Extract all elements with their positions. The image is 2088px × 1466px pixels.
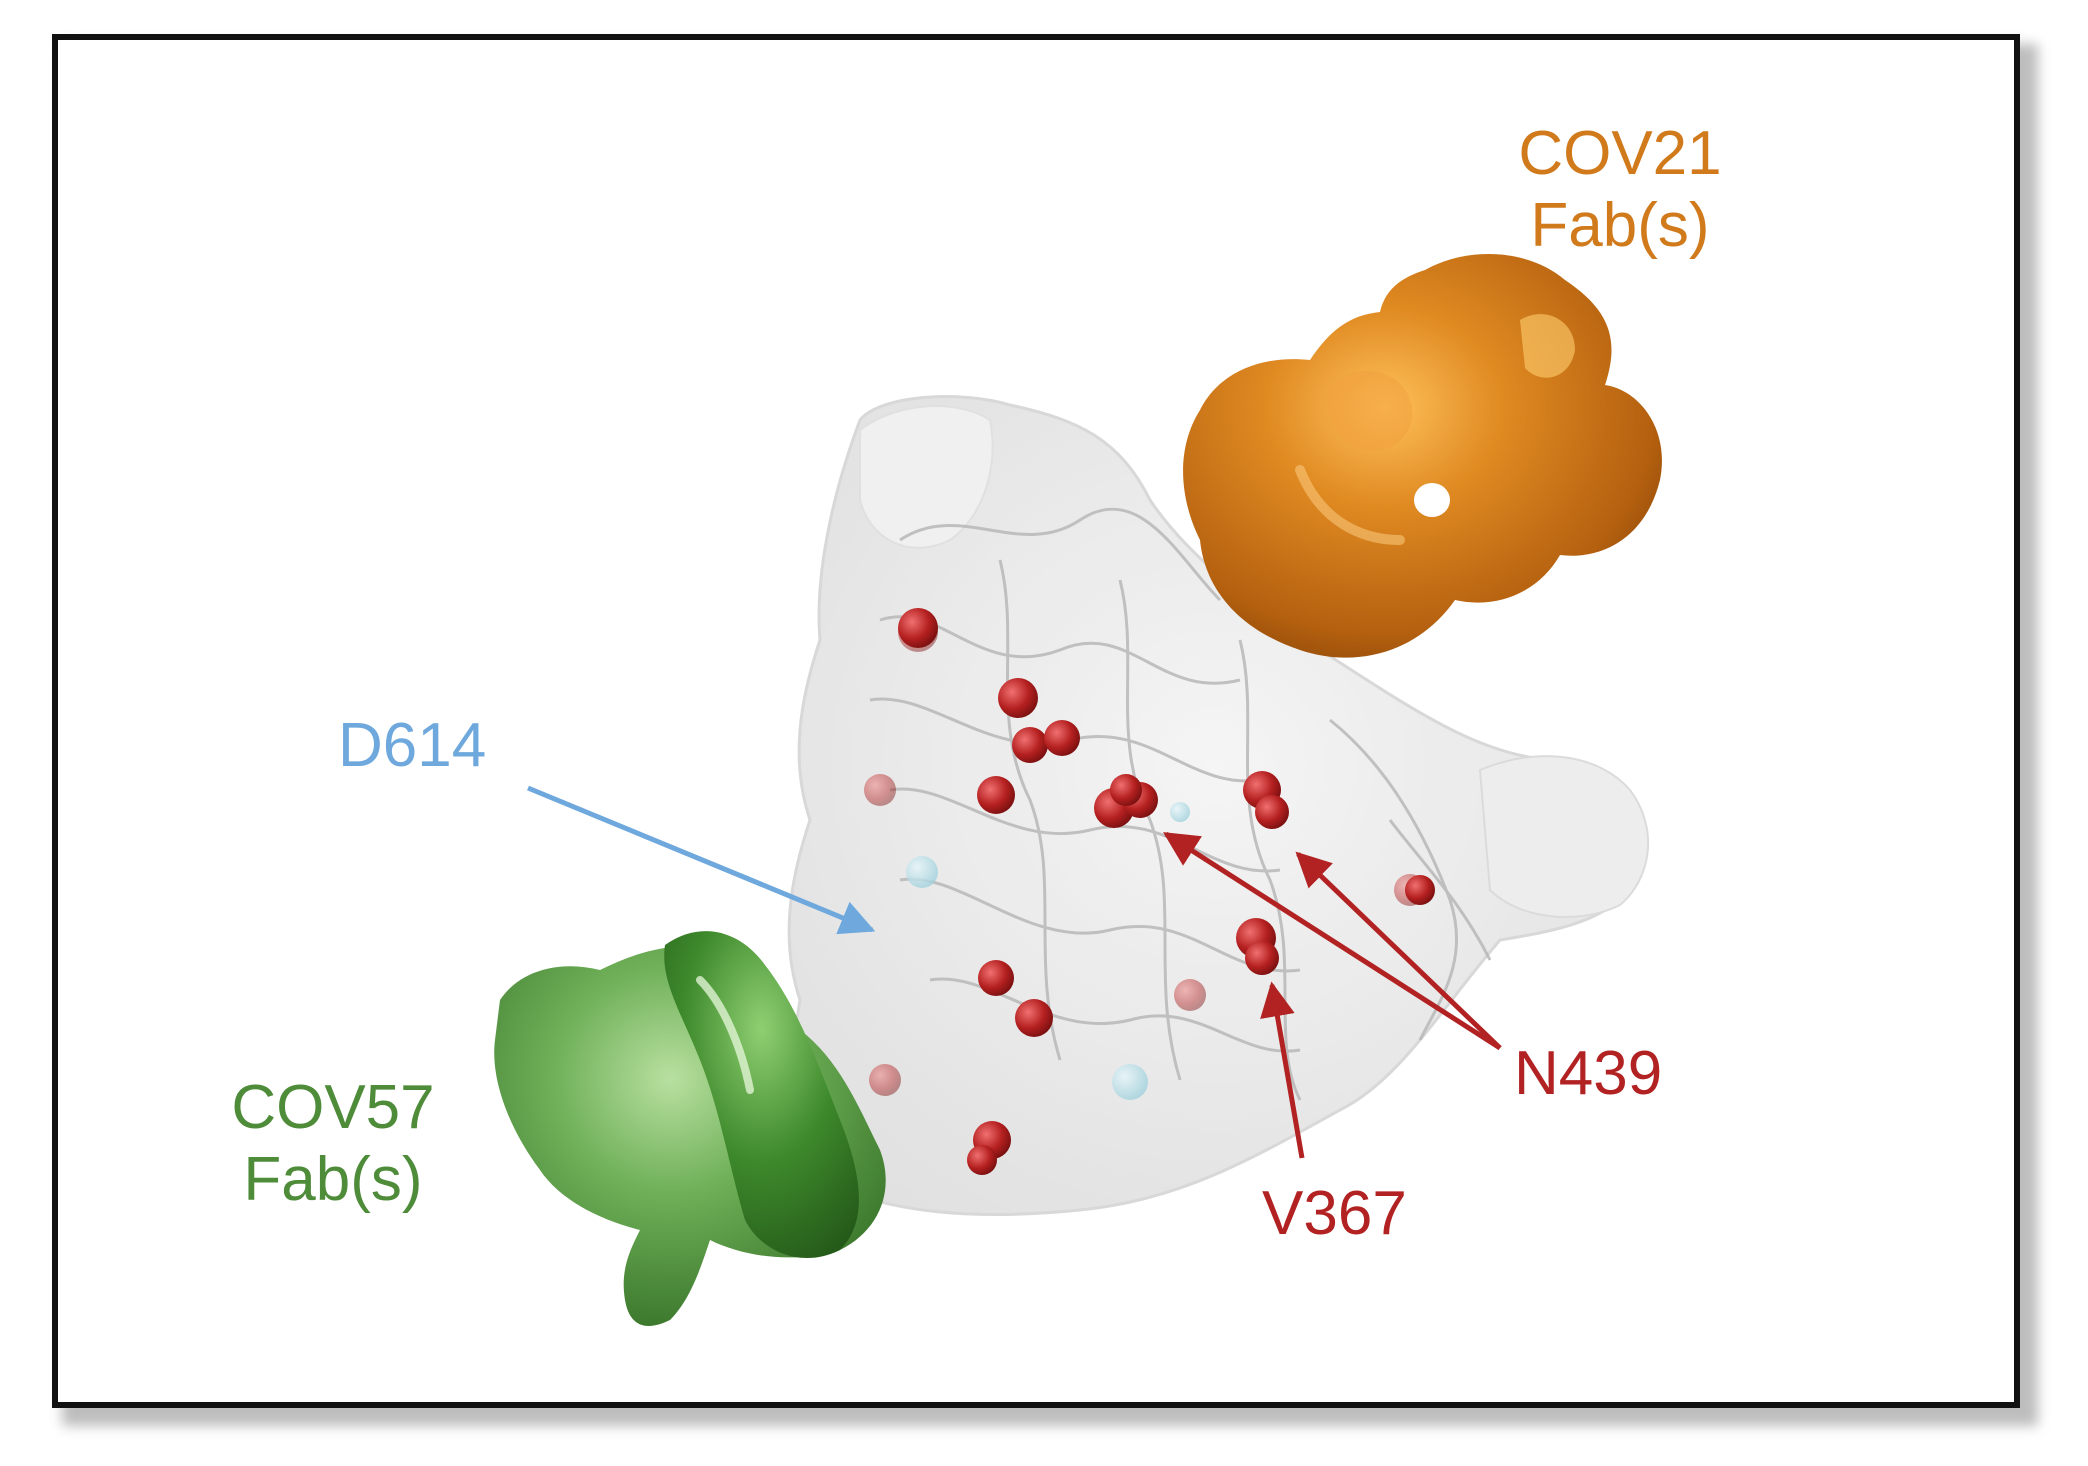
n439-arrow-1 [1163, 831, 1502, 1051]
cov21-label-line2: Fab(s) [1530, 191, 1710, 260]
v367-label: V367 [1262, 1179, 1407, 1248]
n439-label: N439 [1514, 1039, 1663, 1108]
v367-arrow [1260, 981, 1305, 1159]
d614-residues [906, 802, 1190, 1100]
d614-arrow [527, 785, 876, 935]
n439-arrow-2 [1295, 851, 1502, 1050]
d614-label: D614 [338, 711, 487, 780]
cov21-fab-density [1183, 253, 1662, 658]
cov21-label: COV21 Fab(s) [1490, 118, 1750, 262]
cov57-label: COV57 Fab(s) [198, 1072, 468, 1216]
annotation-arrows [527, 785, 1502, 1159]
mutation-residues [898, 608, 1435, 1175]
spike-density [787, 395, 1650, 1217]
cov57-label-line2: Fab(s) [243, 1145, 423, 1214]
cov21-label-line1: COV21 [1518, 119, 1722, 188]
cov57-label-line1: COV57 [231, 1073, 435, 1142]
cov57-fab-density [494, 931, 886, 1326]
